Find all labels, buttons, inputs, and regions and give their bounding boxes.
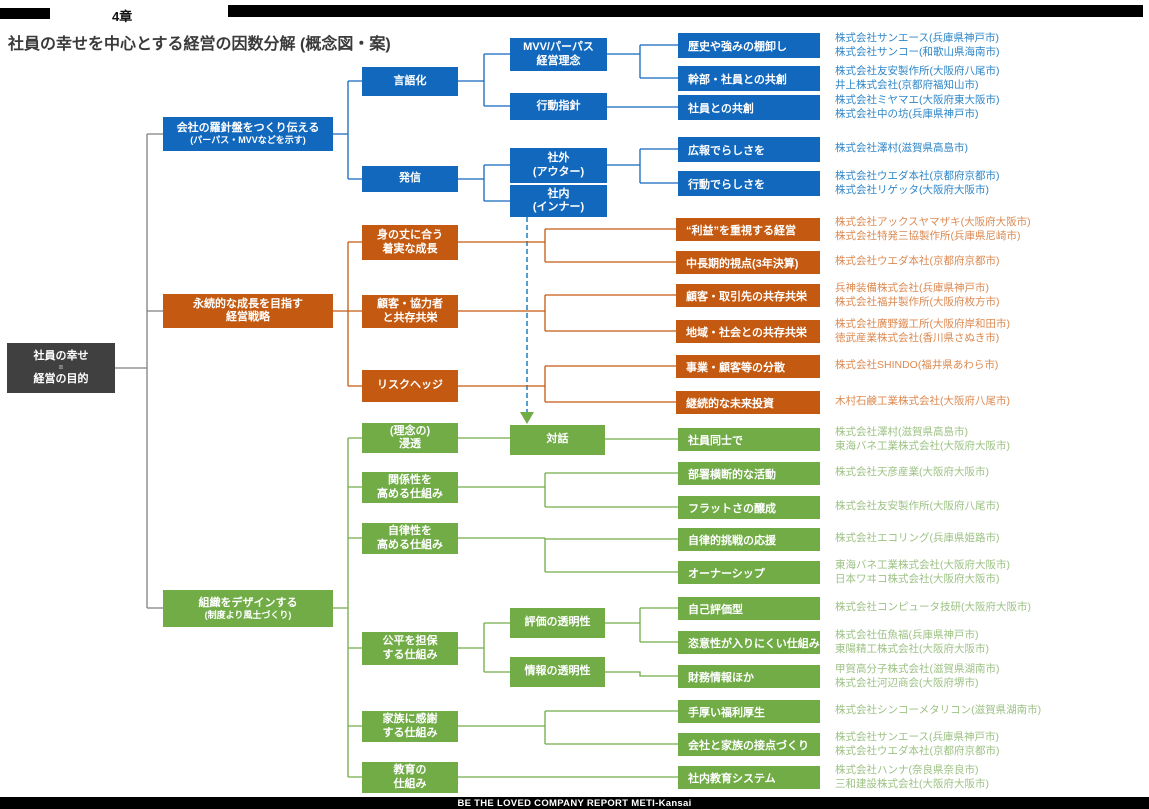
header-right-bar [228,5,1143,17]
leaf-pr-identity: 広報でらしさを [678,137,820,162]
node-outer: 社外 (アウター) [510,148,607,183]
company-label: 株式会社シンコーメタリコン(滋賀県湖南市) [835,704,1042,716]
company-label: 株式会社サンエース(兵庫県神戸市) 株式会社サンコー(和歌山県海南市) [835,32,1000,58]
leaf-financial-info: 財務情報ほか [678,665,820,688]
header-left-bar [0,8,50,19]
root-line1: 社員の幸せ [33,349,89,362]
page-title: 社員の幸せを中心とする経営の因数分解 (概念図・案) [8,34,391,56]
title-line1: 社員の幸せを中心とする経営の因数分解 [8,36,296,53]
node-growth-strategy: 永続的な成長を目指す 経営戦略 [163,294,333,328]
company-label: 東海バネ工業株式会社(大阪府大阪市) 日本ワヰコ株式会社(大阪府大阪市) [835,559,1010,585]
company-label: 株式会社アックスヤマザキ(大阪府大阪市) 株式会社特発三協製作所(兵庫県尼崎市) [835,216,1031,242]
leaf-flatness: フラットさの醸成 [678,496,820,519]
company-label: 株式会社友安製作所(大阪府八尾市) 井上株式会社(京都府福知山市) [835,65,1000,91]
leaf-history: 歴史や強みの棚卸し [678,33,820,58]
leaf-self-evaluation: 自己評価型 [678,597,820,620]
leaf-among-employees: 社員同士で [678,428,820,451]
company-label: 株式会社廣野鐵工所(大阪府岸和田市) 徳武産業株式会社(香川県さぬき市) [835,318,1010,344]
node-root-goal: 社員の幸せ = 経営の目的 [7,343,115,393]
company-label: 株式会社コンピュータ技研(大阪府大阪市) [835,601,1031,613]
node-family-gratitude: 家族に感謝 する仕組み [362,711,458,742]
node-philosophy-penetration: (理念の) 浸透 [362,423,458,453]
company-label: 株式会社ミヤマエ(大阪府東大阪市) 株式会社中の坊(兵庫県神戸市) [835,94,1000,120]
company-label: 株式会社澤村(滋賀県高島市) 東海バネ工業株式会社(大阪府大阪市) [835,426,1010,452]
node-code-of-conduct: 行動指針 [510,93,607,120]
chapter-label: 4章 [112,9,133,24]
node-risk-hedge: リスクヘッジ [362,370,458,402]
company-label: 株式会社ウエダ本社(京都府京都市) 株式会社リゲッタ(大阪府大阪市) [835,170,1000,196]
company-label: 株式会社澤村(滋賀県高島市) [835,142,968,154]
leaf-crossdept-activities: 部署横断的な活動 [678,462,820,485]
title-line2: (概念図・案) [299,36,391,53]
node-verbalize: 言語化 [362,67,458,96]
company-label: 株式会社ウエダ本社(京都府京都市) [835,255,1000,267]
leaf-cocreate-employees: 社員との共創 [678,95,820,120]
leaf-family-touchpoints: 会社と家族の接点づくり [678,733,820,756]
node-inner: 社内 (インナー) [510,185,607,217]
leaf-profit-focus: “利益”を重視する経営 [676,218,820,241]
footer-bar: BE THE LOVED COMPANY REPORT METI-Kansai [0,797,1149,809]
footer-text: BE THE LOVED COMPANY REPORT METI-Kansai [457,797,692,809]
node-compass: 会社の羅針盤をつくり伝える (パーパス・MVVなどを示す) [163,117,333,151]
leaf-customer-coprosperity: 顧客・取引先の共存共栄 [676,284,820,307]
node-steady-growth: 身の丈に合う 着実な成長 [362,225,458,260]
node-fairness: 公平を担保 する仕組み [362,632,458,665]
company-label: 株式会社天彦産業(大阪府大阪市) [835,466,989,478]
node-autonomy: 自律性を 高める仕組み [362,523,458,554]
leaf-community-coprosperity: 地域・社会との共存共栄 [676,320,820,343]
company-label: 甲賀高分子株式会社(滋賀県湖南市) 株式会社河辺商会(大阪府堺市) [835,663,1000,689]
node-evaluation-transparency: 評価の透明性 [510,608,605,638]
leaf-inhouse-education: 社内教育システム [678,766,820,789]
node-org-design: 組織をデザインする (制度より風土づくり) [163,590,333,627]
company-label: 株式会社ハンナ(奈良県奈良市) 三和建設株式会社(大阪府大阪市) [835,764,989,790]
arrowhead-down-icon [520,412,534,424]
company-label: 株式会社サンエース(兵庫県神戸市) 株式会社ウエダ本社(京都府京都市) [835,731,1000,757]
node-info-transparency: 情報の透明性 [510,657,605,687]
company-label: 株式会社伍魚福(兵庫県神戸市) 東陽精工株式会社(大阪府大阪市) [835,629,989,655]
node-mvv-purpose: MVV/パーパス 経営理念 [510,38,607,71]
leaf-diversification: 事業・顧客等の分散 [676,355,820,378]
node-coprosperity: 顧客・協力者 と共存共栄 [362,295,458,328]
leaf-challenge-support: 自律的挑戦の応援 [678,528,820,551]
node-dialogue: 対話 [510,425,605,455]
leaf-ownership: オーナーシップ [678,561,820,584]
leaf-cocreate-execs: 幹部・社員との共創 [678,66,820,91]
leaf-action-identity: 行動でらしさを [678,171,820,196]
company-label: 木村石鹸工業株式会社(大阪府八尾市) [835,395,1010,407]
node-education: 教育の 仕組み [362,762,458,793]
leaf-welfare: 手厚い福利厚生 [678,700,820,723]
leaf-bias-proof: 恣意性が入りにくい仕組み [678,631,820,654]
leaf-future-investment: 継続的な未来投資 [676,391,820,414]
node-relationships: 関係性を 高める仕組み [362,472,458,503]
node-transmit: 発信 [362,166,458,192]
root-line2: 経営の目的 [33,373,89,385]
company-label: 兵神装備株式会社(兵庫県神戸市) 株式会社福井製作所(大阪府枚方市) [835,282,1000,308]
company-label: 株式会社エコリング(兵庫県姫路市) [835,532,1000,544]
company-label: 株式会社友安製作所(大阪府八尾市) [835,500,1000,512]
root-equals: = [58,363,64,372]
company-label: 株式会社SHINDO(福井県あわら市) [835,359,999,371]
leaf-longterm-view: 中長期的視点(3年決算) [676,251,820,274]
